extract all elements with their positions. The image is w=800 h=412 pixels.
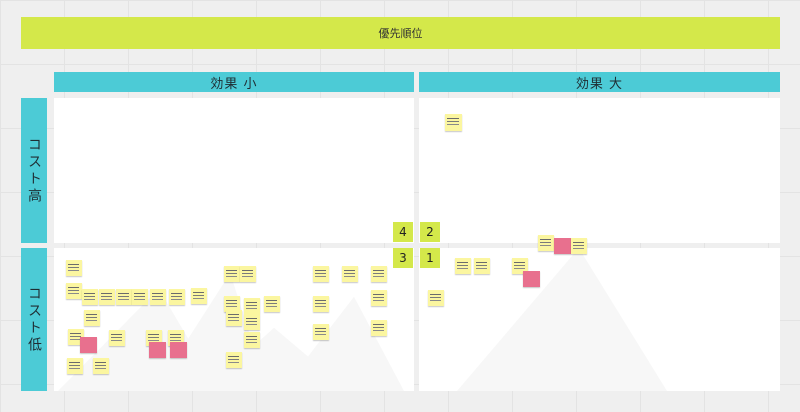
sticky-note[interactable] <box>571 238 587 254</box>
priority-badge-3: 3 <box>393 248 413 268</box>
quadrant-low-cost-high-effect <box>419 248 780 391</box>
sticky-note[interactable] <box>224 266 240 282</box>
sticky-note[interactable] <box>169 289 185 305</box>
column-header-high-effect: 効果 大 <box>419 72 780 92</box>
sticky-note[interactable] <box>82 289 98 305</box>
priority-badge-1: 1 <box>420 248 440 268</box>
sticky-note[interactable] <box>523 271 540 287</box>
row-header-high-cost-label: コスト高 <box>26 136 42 205</box>
priority-title: 優先順位 <box>378 27 423 40</box>
row-header-low-cost: コスト低 <box>21 248 47 391</box>
sticky-note[interactable] <box>66 260 82 276</box>
priority-badge-3-label: 3 <box>399 251 407 265</box>
column-header-low-effect: 効果 小 <box>54 72 414 92</box>
sticky-note[interactable] <box>244 298 260 314</box>
priority-title-bar: 優先順位 <box>21 17 780 49</box>
column-header-high-effect-label: 効果 大 <box>575 76 624 92</box>
sticky-note[interactable] <box>313 266 329 282</box>
sticky-note[interactable] <box>264 296 280 312</box>
sticky-note[interactable] <box>240 266 256 282</box>
sticky-note[interactable] <box>313 324 329 340</box>
sticky-note[interactable] <box>109 330 125 346</box>
quadrant-high-cost-low-effect <box>54 98 414 243</box>
sticky-note[interactable] <box>116 289 132 305</box>
sticky-note[interactable] <box>93 358 109 374</box>
sticky-note[interactable] <box>67 358 83 374</box>
priority-badge-4: 4 <box>393 222 413 242</box>
sticky-note[interactable] <box>132 289 148 305</box>
sticky-note[interactable] <box>244 332 260 348</box>
sticky-note[interactable] <box>474 258 490 274</box>
sticky-note[interactable] <box>149 342 166 358</box>
sticky-note[interactable] <box>226 310 242 326</box>
priority-badge-2: 2 <box>420 222 440 242</box>
sticky-note[interactable] <box>428 290 444 306</box>
sticky-note[interactable] <box>554 238 571 254</box>
sticky-note[interactable] <box>538 235 554 251</box>
sticky-note[interactable] <box>455 258 471 274</box>
sticky-note[interactable] <box>512 258 528 274</box>
sticky-note[interactable] <box>80 337 97 353</box>
sticky-note[interactable] <box>445 114 462 131</box>
sticky-note[interactable] <box>84 310 100 326</box>
priority-badge-4-label: 4 <box>399 225 407 239</box>
quadrant-high-cost-high-effect <box>419 98 780 243</box>
row-header-high-cost: コスト高 <box>21 98 47 243</box>
sticky-note[interactable] <box>150 289 166 305</box>
row-header-low-cost-label: コスト低 <box>26 285 42 354</box>
sticky-note[interactable] <box>371 320 387 336</box>
sticky-note[interactable] <box>371 266 387 282</box>
priority-badge-1-label: 1 <box>426 251 434 265</box>
sticky-note[interactable] <box>226 352 242 368</box>
sticky-note[interactable] <box>342 266 358 282</box>
sticky-note[interactable] <box>191 288 207 304</box>
sticky-note[interactable] <box>99 289 115 305</box>
sticky-note[interactable] <box>66 283 82 299</box>
column-header-low-effect-label: 効果 小 <box>210 76 258 92</box>
sticky-note[interactable] <box>371 290 387 306</box>
sticky-note[interactable] <box>313 296 329 312</box>
sticky-note[interactable] <box>170 342 187 358</box>
sticky-note[interactable] <box>224 296 240 312</box>
priority-badge-2-label: 2 <box>426 225 434 239</box>
sticky-note[interactable] <box>244 314 260 330</box>
